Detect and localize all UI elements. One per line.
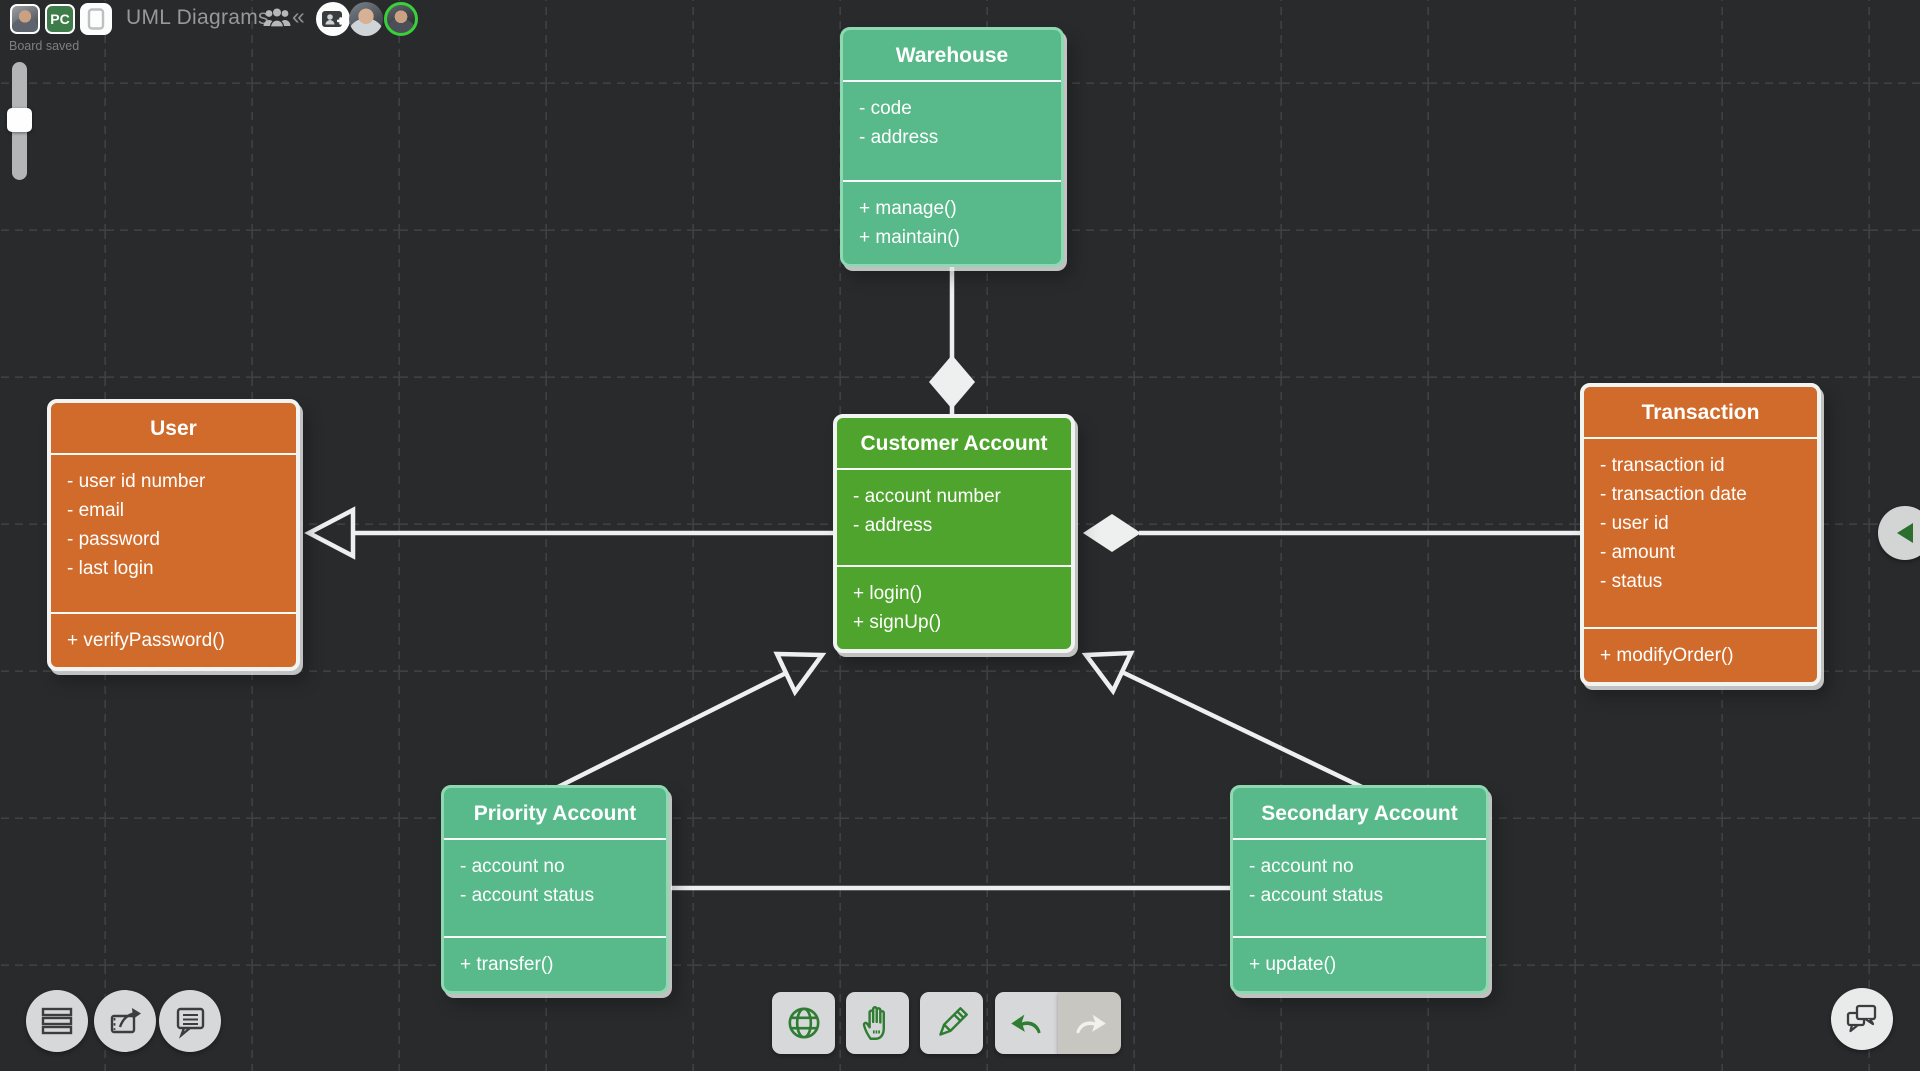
initials-badge[interactable]: PC <box>45 4 75 34</box>
web-shapes-button[interactable] <box>772 992 835 1054</box>
class-member: + manage() <box>859 198 957 219</box>
connector-transaction-customer[interactable] <box>1083 514 1582 552</box>
export-button[interactable] <box>94 990 156 1052</box>
collapse-panel-button[interactable] <box>1878 506 1920 560</box>
add-collaborator-icon <box>322 11 345 27</box>
class-attributes: - user id number - email - password - last … <box>51 453 296 612</box>
connector-warehouse-customer[interactable] <box>929 263 975 418</box>
pencil-icon <box>938 1007 968 1036</box>
class-member: - transaction id <box>1600 455 1725 476</box>
class-box-user[interactable]: User - user id number- email- password- … <box>47 399 300 671</box>
class-member: - user id <box>1600 513 1669 534</box>
class-member: - account no <box>460 856 565 877</box>
collapse-avatars-chevron[interactable]: « <box>292 3 305 29</box>
add-collaborator-button[interactable] <box>316 2 350 36</box>
avatar[interactable] <box>10 4 40 34</box>
aggregation-diamond <box>929 355 975 409</box>
menu-button[interactable] <box>26 990 88 1052</box>
class-member: + transfer() <box>460 954 554 975</box>
class-attributes: - account no - account status <box>1233 838 1486 936</box>
class-member: - account status <box>1249 885 1384 906</box>
aggregation-diamond <box>1083 514 1141 552</box>
connector-customer-user[interactable] <box>304 506 838 560</box>
class-methods: + login() + signUp() <box>837 565 1071 649</box>
class-member: - code <box>859 98 912 119</box>
class-title: Secondary Account <box>1261 802 1458 825</box>
class-title: Customer Account <box>860 432 1048 455</box>
class-attributes: - code - address <box>843 80 1061 180</box>
new-board-button[interactable] <box>80 3 112 35</box>
hand-icon <box>862 1006 885 1040</box>
class-box-customer-account[interactable]: Customer Account - account number - addre… <box>833 414 1075 653</box>
people-group-icon[interactable] <box>263 7 291 29</box>
class-attributes: - transaction id - transaction date - user… <box>1584 437 1817 627</box>
undo-button[interactable] <box>995 992 1058 1054</box>
class-title: Priority Account <box>473 802 637 825</box>
class-member: + login() <box>853 583 923 604</box>
undo-icon <box>1010 1014 1041 1034</box>
class-methods: + verifyPassword() <box>51 612 296 667</box>
class-title: Warehouse <box>895 44 1009 67</box>
class-member: - last login <box>67 558 154 579</box>
connector-priority-customer[interactable] <box>554 651 827 791</box>
class-methods: + modifyOrder() <box>1584 627 1817 682</box>
draw-tool-button[interactable] <box>920 992 983 1054</box>
export-icon <box>110 1008 141 1034</box>
class-member: - address <box>859 127 939 148</box>
class-member: + update() <box>1249 954 1337 975</box>
save-status: Board saved <box>9 39 80 53</box>
class-member: - account no <box>1249 856 1354 877</box>
class-member: - address <box>853 515 933 536</box>
chat-icon <box>1846 1004 1877 1033</box>
pan-tool-button[interactable] <box>846 992 909 1054</box>
open-arrowhead <box>304 506 356 560</box>
class-member: - password <box>67 529 160 550</box>
class-box-priority-account[interactable]: Priority Account - account no - account s… <box>441 785 669 994</box>
class-member: + signUp() <box>853 612 942 633</box>
board-title: UML Diagrams <box>126 6 269 29</box>
avatar-online[interactable] <box>384 2 418 36</box>
document-icon <box>87 8 105 30</box>
chat-button[interactable] <box>1831 988 1893 1050</box>
class-box-transaction[interactable]: Transaction - transaction id- transactio… <box>1580 383 1821 686</box>
class-attributes: - account number - address <box>837 468 1071 565</box>
class-methods: + manage() + maintain() <box>843 180 1061 264</box>
avatar[interactable] <box>349 2 383 36</box>
class-title: Transaction <box>1641 401 1760 424</box>
class-member: - amount <box>1600 542 1675 563</box>
comment-icon <box>176 1007 205 1039</box>
connector-secondary-customer[interactable] <box>1081 650 1365 791</box>
globe-icon <box>788 1007 819 1039</box>
redo-button[interactable] <box>1058 992 1121 1054</box>
redo-icon <box>1075 1014 1106 1034</box>
open-arrowhead <box>773 651 827 697</box>
class-member: - status <box>1600 571 1663 592</box>
open-arrowhead <box>1081 650 1135 696</box>
class-member: - user id number <box>67 471 206 492</box>
class-attributes: - account no - account status <box>444 838 666 936</box>
class-member: - transaction date <box>1600 484 1747 505</box>
class-member: - account number <box>853 486 1001 507</box>
class-title: User <box>150 417 197 440</box>
menu-icon <box>41 1007 73 1035</box>
class-member: + verifyPassword() <box>67 630 225 651</box>
class-box-secondary-account[interactable]: Secondary Account - account no- account … <box>1230 785 1489 994</box>
class-box-warehouse[interactable]: Warehouse - code- address + manage()+ ma… <box>840 27 1064 267</box>
collapse-triangle-icon <box>1897 523 1913 543</box>
class-member: + maintain() <box>859 227 960 248</box>
class-member: + modifyOrder() <box>1600 645 1734 666</box>
comment-button[interactable] <box>159 990 221 1052</box>
class-member: - account status <box>460 885 595 906</box>
zoom-slider-thumb[interactable] <box>7 108 32 132</box>
class-methods: + transfer() <box>444 936 666 991</box>
class-methods: + update() <box>1233 936 1486 991</box>
class-member: - email <box>67 500 125 521</box>
